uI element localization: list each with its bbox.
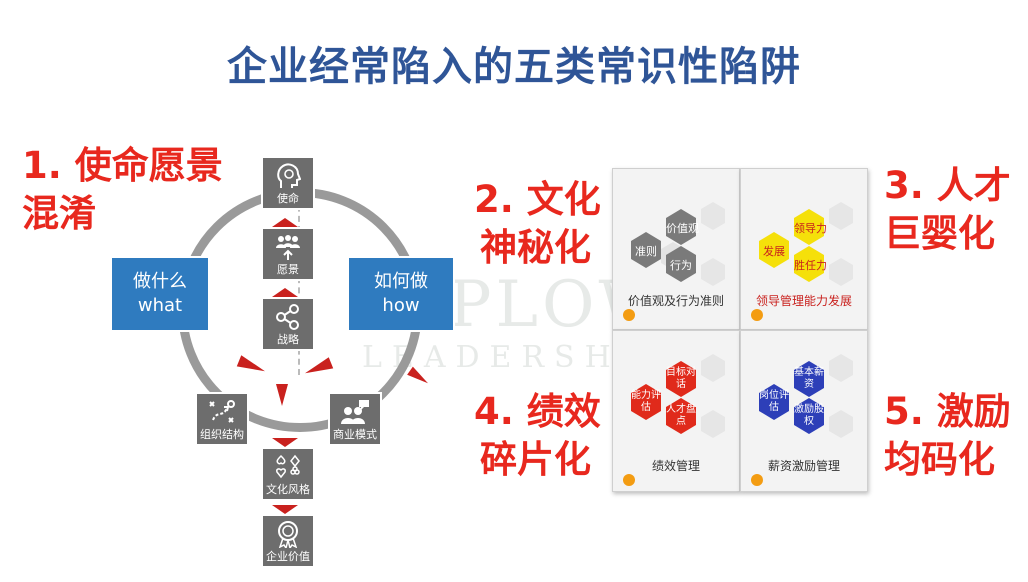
card-values-caption: 价值观及行为准则 [627, 294, 724, 308]
card-performance-hex-3a: 人才盘点 [666, 404, 696, 428]
play-diagram-icon [207, 396, 237, 428]
card-compensation-hex-1a: 基本薪资 [794, 367, 824, 391]
trap-5-line1: 激励 [936, 390, 1011, 433]
card-compensation-hex-3: 激励股权 [794, 404, 824, 427]
what-box-line1: 做什么 [133, 271, 187, 292]
tile-strategy: 战略 [261, 297, 315, 351]
how-box: 如何做 how [349, 258, 453, 330]
tile-culture-style: 文化风格 [261, 447, 315, 501]
card-values-hex-3: 行为 [670, 259, 692, 272]
trap-1-line2: 混淆 [22, 192, 96, 235]
card-performance-hex-2a: 能力评估 [631, 390, 661, 414]
tile-mission-label: 使命 [277, 192, 299, 205]
card-compensation-logo [751, 474, 763, 486]
trap-5-number: 5. [884, 390, 924, 433]
card-performance-hex-1a: 目标对话 [666, 367, 696, 391]
card-values-hexes [631, 202, 725, 286]
trap-3-line1: 人才 [936, 164, 1011, 207]
card-performance-hex-3: 人才盘点 [666, 404, 696, 427]
tile-org-structure: 组织结构 [195, 392, 249, 446]
trap-2-number: 2. [474, 178, 514, 221]
trap-3-label: 3. 人才 巨婴化 [884, 162, 1011, 258]
card-values: 价值观 准则 行为 价值观及行为准则 [612, 168, 740, 330]
trap-2-label: 2. 文化 神秘化 [474, 176, 601, 272]
card-leadership-hex-2: 发展 [763, 245, 785, 258]
card-performance-logo [623, 474, 635, 486]
trap-5-label: 5. 激励 均码化 [884, 388, 1011, 484]
arrow-up-2 [272, 288, 298, 297]
trap-2-line2: 神秘化 [480, 226, 591, 269]
tile-culture-style-label: 文化风格 [266, 483, 310, 496]
trap-1-label: 1. 使命愿景 混淆 [22, 142, 223, 238]
page-title: 企业经常陷入的五类常识性陷阱 [227, 44, 801, 90]
arrow-down-2 [272, 505, 298, 514]
trap-4-label: 4. 绩效 碎片化 [474, 388, 601, 484]
trap-4-line2: 碎片化 [480, 438, 591, 481]
share-icon [274, 301, 302, 333]
trap-4-number: 4. [474, 390, 514, 433]
arrow-up-1 [272, 218, 298, 227]
card-leadership-hexes [759, 202, 853, 286]
card-compensation-hex-2a: 岗位评估 [759, 390, 789, 414]
tile-mission: 使命 [261, 156, 315, 210]
card-performance: 目标对话 能力评估 人才盘点 绩效管理 [612, 330, 740, 492]
arrow-down-1 [272, 438, 298, 447]
card-leadership-logo [751, 309, 763, 321]
card-leadership: 领导力 发展 胜任力 领导管理能力发展 [740, 168, 868, 330]
shard-4 [407, 366, 431, 388]
card-leadership-hex-3: 胜任力 [794, 259, 827, 272]
card-leadership-hex-1: 领导力 [794, 222, 827, 235]
trap-3-line2: 巨婴化 [884, 212, 995, 255]
card-values-logo [623, 309, 635, 321]
card-compensation-caption: 薪资激励管理 [767, 459, 840, 473]
tile-business-model: 商业模式 [328, 392, 382, 446]
card-performance-hexes [631, 354, 725, 438]
shard-3 [276, 384, 288, 406]
tile-business-model-label: 商业模式 [333, 428, 377, 441]
team-up-icon [273, 231, 303, 263]
what-box: 做什么 what [112, 258, 208, 330]
trap-1-number: 1. [22, 144, 62, 187]
card-compensation-hex-2: 岗位评估 [759, 390, 789, 413]
tile-corporate-values: 企业价值 [261, 514, 315, 568]
card-performance-caption: 绩效管理 [651, 459, 700, 473]
tile-org-structure-label: 组织结构 [200, 428, 244, 441]
card-compensation-hex-1: 基本薪资 [794, 367, 824, 390]
how-box-line1: 如何做 [374, 271, 428, 292]
people-chat-icon [340, 396, 370, 428]
card-suits-icon [274, 451, 302, 483]
what-box-line2: what [137, 295, 183, 316]
card-values-hex-2: 准则 [635, 245, 657, 258]
tile-corporate-values-label: 企业价值 [266, 550, 310, 563]
trap-2-line1: 文化 [526, 178, 601, 221]
tile-vision-label: 愿景 [277, 263, 299, 276]
head-idea-icon [275, 160, 301, 192]
award-badge-icon [274, 518, 302, 550]
card-leadership-caption: 领导管理能力发展 [755, 294, 852, 308]
trap-3-number: 3. [884, 164, 924, 207]
trap-1-line1: 使命愿景 [74, 144, 223, 187]
tile-vision: 愿景 [261, 227, 315, 281]
card-compensation-hexes [759, 354, 853, 438]
trap-5-line2: 均码化 [884, 438, 995, 481]
card-compensation-hex-3a: 激励股权 [794, 404, 824, 428]
trap-4-line1: 绩效 [526, 390, 601, 433]
card-performance-hex-2: 能力评估 [631, 390, 661, 413]
tile-strategy-label: 战略 [277, 333, 299, 346]
card-performance-hex-1: 目标对话 [666, 367, 696, 390]
card-compensation: 基本薪资 岗位评估 激励股权 薪资激励管理 [740, 330, 868, 492]
card-values-hex-1: 价值观 [666, 222, 699, 235]
how-box-line2: how [382, 295, 420, 316]
